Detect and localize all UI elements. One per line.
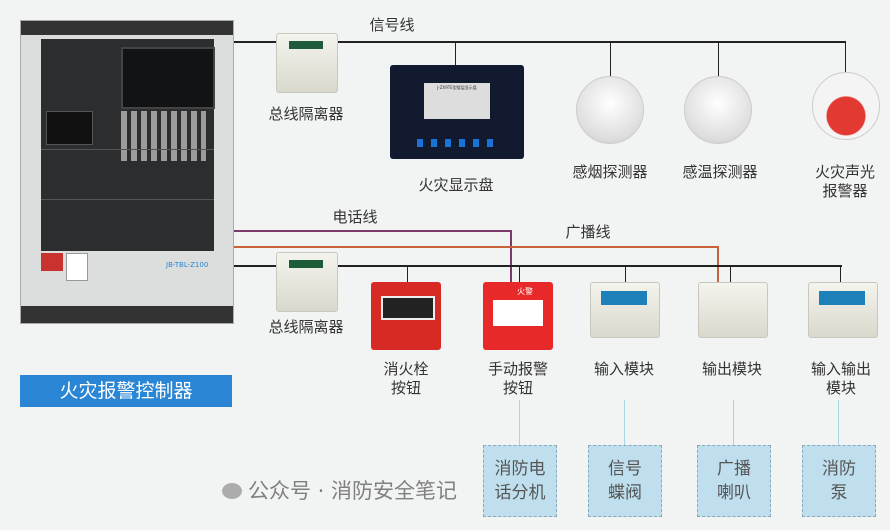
smoke-detector: [576, 76, 644, 144]
phone-drop: [510, 230, 512, 282]
keypad: [121, 111, 206, 161]
device-label: 总线隔离器: [268, 105, 344, 123]
display-screen-title: J-ZX9TE型楼层显示盘: [424, 83, 490, 119]
terminal-box-phone: 消防电 话分机: [483, 445, 557, 517]
box-label: 消防 泵: [822, 459, 856, 503]
heat-detector: [684, 76, 752, 144]
drop: [840, 265, 841, 282]
warning-sticker: [41, 253, 63, 271]
hydrant-button: [371, 282, 441, 350]
printer: [46, 111, 93, 145]
drop: [610, 41, 611, 79]
watermark: 公众号 · 消防安全笔记: [248, 479, 458, 503]
wechat-icon: [222, 483, 242, 499]
drop: [624, 400, 625, 445]
panel-text: 火警: [517, 287, 533, 296]
drop: [730, 265, 731, 282]
drop: [625, 265, 626, 282]
sound-light-alarm: [812, 72, 880, 140]
device-label: 感烟探测器: [572, 163, 648, 181]
signal-line-label: 信号线: [369, 16, 415, 34]
drop: [519, 400, 520, 445]
bus-isolator-bottom: [276, 252, 338, 312]
brand-logo: JB-TBL-Z100: [166, 261, 209, 269]
manual-alarm-button: 火警: [483, 282, 553, 350]
output-module: [698, 282, 768, 338]
drop: [519, 265, 520, 282]
input-output-module: [808, 282, 878, 338]
phone-line: [232, 230, 511, 232]
device-label: 总线隔离器: [268, 318, 344, 336]
phone-line-label: 电话线: [332, 208, 378, 226]
qr-code: [66, 253, 88, 281]
broadcast-drop: [717, 246, 719, 282]
terminal-box-valve: 信号 蝶阀: [588, 445, 662, 517]
lcd-screen: [121, 47, 215, 109]
device-label: 消火栓 按钮: [383, 360, 429, 397]
device-label: 输入模块: [593, 360, 654, 378]
input-module: [590, 282, 660, 338]
drop: [838, 400, 839, 445]
control-panel-face: [41, 39, 215, 251]
fire-alarm-controller: JB-TBL-Z100: [20, 20, 234, 324]
device-label: 感温探测器: [682, 163, 758, 181]
terminal-box-pump: 消防 泵: [802, 445, 876, 517]
drop: [455, 41, 456, 66]
broadcast-line-label: 广播线: [565, 223, 611, 241]
drop: [733, 400, 734, 445]
box-label: 广播 喇叭: [717, 459, 751, 503]
bus-isolator-top: [276, 33, 338, 93]
device-label: 火灾显示盘: [418, 176, 494, 194]
signal-line: [232, 41, 845, 43]
device-label: 输出模块: [701, 360, 762, 378]
terminal-box-speaker: 广播 喇叭: [697, 445, 771, 517]
box-label: 信号 蝶阀: [608, 459, 642, 503]
fire-display-panel: J-ZX9TE型楼层显示盘: [390, 65, 524, 159]
drop: [718, 41, 719, 79]
bus-line: [232, 265, 842, 267]
device-label: 手动报警 按钮: [487, 360, 548, 397]
controller-label: 火灾报警控制器: [20, 375, 232, 407]
device-label: 火灾声光 报警器: [814, 163, 875, 200]
box-label: 消防电 话分机: [494, 459, 546, 503]
broadcast-line: [232, 246, 718, 248]
drop: [407, 265, 408, 282]
device-label: 输入输出 模块: [810, 360, 871, 397]
drop: [845, 41, 846, 79]
